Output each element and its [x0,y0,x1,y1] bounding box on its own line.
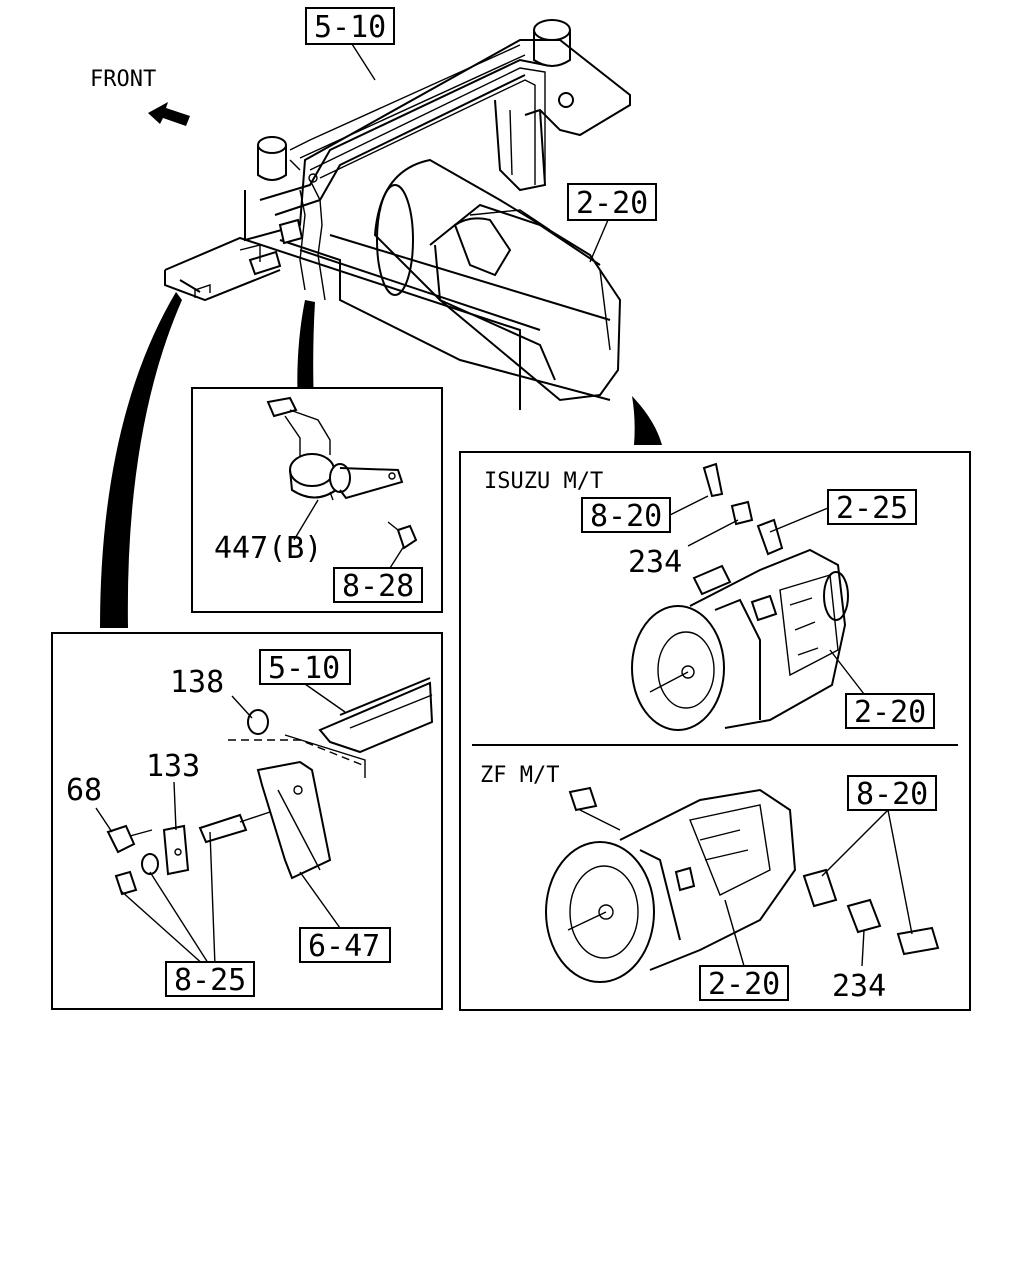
ref-box-zf-2-20: 2-20 [699,965,789,1002]
leader-top-5-10 [351,43,376,81]
label-138: 138 [170,665,224,700]
isuzu-section: ISUZU M/T 8-20 2-25 [484,462,935,731]
ref-box-top-5-10: 5-10 [305,7,395,45]
upper-crossmember [239,19,631,301]
svg-text:5-10: 5-10 [268,651,340,686]
zf-title: ZF M/T [480,763,559,788]
zf-section: ZF M/T 8-20 [480,763,940,1004]
ref-box-zf-8-20: 8-20 [847,775,937,812]
svg-text:8-28: 8-28 [342,569,414,604]
leader-top-2-20 [589,219,609,263]
frame-rail [164,234,611,410]
svg-text:2-20: 2-20 [854,695,926,730]
inset-sensor: 447(B) 8-28 [191,387,443,613]
svg-text:8-20: 8-20 [856,777,928,812]
label-133: 133 [146,749,200,784]
callout-arrow-transmission [632,396,662,445]
isuzu-title: ISUZU M/T [484,469,603,494]
label-447b: 447(B) [214,531,322,566]
ref-box-isuzu-2-20: 2-20 [845,693,935,730]
svg-text:2-20: 2-20 [708,967,780,1002]
ref-box-8-25: 8-25 [165,961,255,998]
ref-box-isuzu-8-20: 8-20 [581,497,671,534]
callout-arrow-sensor [297,300,315,408]
front-arrow-icon [148,102,190,126]
ref-box-top-2-20: 2-20 [567,183,657,221]
ref-box-bracket-5-10: 5-10 [259,649,351,686]
ref-box-6-47: 6-47 [299,927,391,964]
svg-text:8-20: 8-20 [590,499,662,534]
transmission-top [373,158,622,402]
svg-text:8-25: 8-25 [174,963,246,998]
svg-text:5-10: 5-10 [314,10,386,45]
ref-box-8-28: 8-28 [333,567,423,604]
svg-text:2-20: 2-20 [576,186,648,221]
inset-transmissions: ISUZU M/T 8-20 2-25 [459,451,971,1011]
inset-bracket: 138 133 68 5-10 6-47 8-25 [51,632,443,1010]
label-68: 68 [66,773,102,808]
top-overview: FRONT [90,7,662,628]
callout-arrow-bracket [100,292,182,628]
ref-box-2-25: 2-25 [827,489,917,526]
svg-text:2-25: 2-25 [836,491,908,526]
svg-text:6-47: 6-47 [308,929,380,964]
label-isuzu-234: 234 [628,545,682,580]
label-zf-234: 234 [832,969,886,1004]
front-label: FRONT [90,67,156,92]
